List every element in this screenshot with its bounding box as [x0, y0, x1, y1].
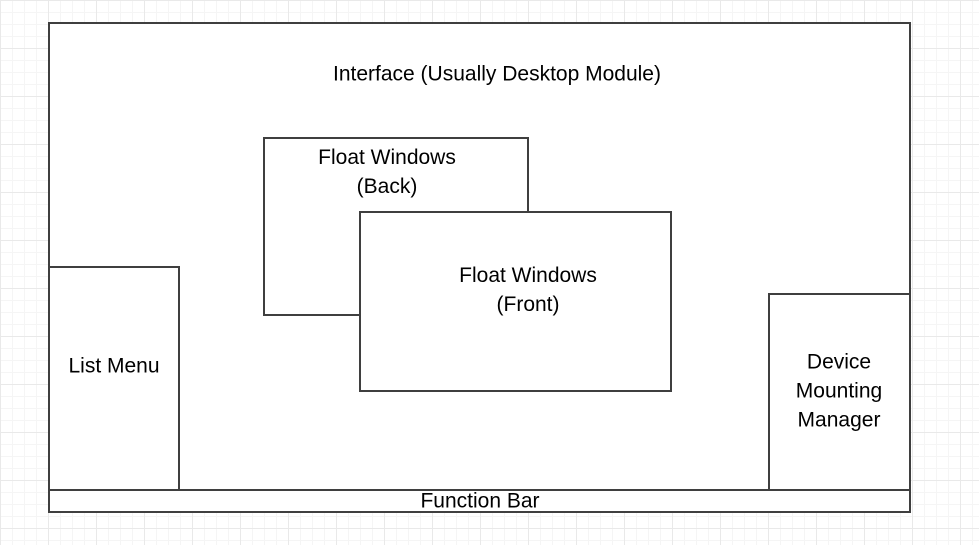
function-bar: [48, 489, 911, 513]
list-menu-label: List Menu: [68, 354, 160, 378]
float-window-back-label: Float Windows (Back): [318, 146, 456, 198]
device-mounting-manager-box: [768, 293, 911, 491]
function-bar-label: Function Bar: [420, 489, 540, 513]
float-window-front-box: [359, 211, 672, 392]
list-menu-box: [48, 266, 180, 491]
float-window-front-label: Float Windows (Front): [459, 264, 597, 316]
device-mounting-manager-label: Device Mounting Manager: [795, 350, 883, 432]
interface-module-label: Interface (Usually Desktop Module): [333, 62, 661, 86]
